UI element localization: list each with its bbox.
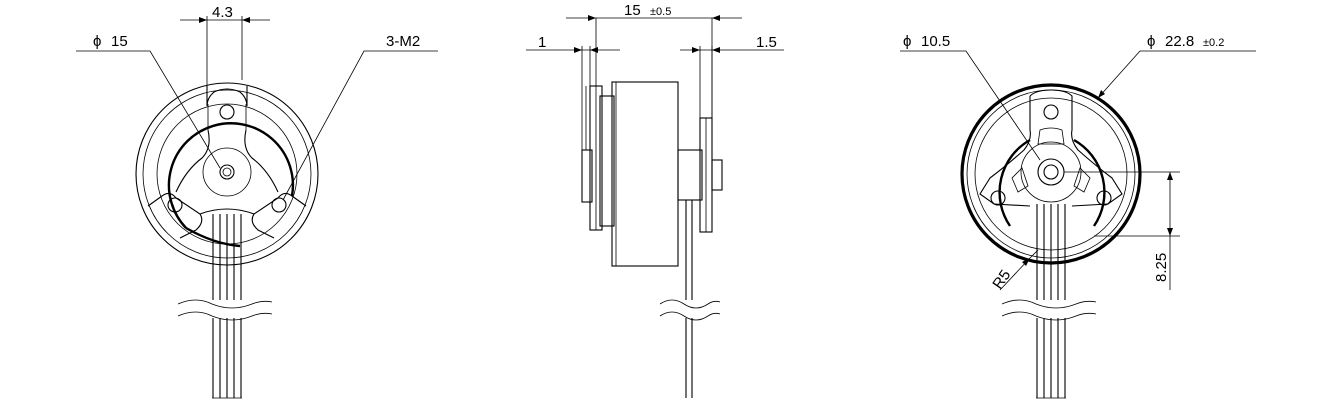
front-view: 4.3 ϕ 15 3-M2 (76, 4, 438, 399)
dim-outer-diameter-symbol: ϕ (1147, 33, 1155, 50)
dim-offset-label: 8.25 (1153, 253, 1170, 282)
dim-right-label: 1.5 (756, 34, 777, 51)
dim-width-label: 4.3 (212, 4, 233, 21)
side-view: 15 ±0.5 1 1.5 (526, 2, 784, 398)
dim-holes-label: 3-M2 (386, 33, 420, 50)
dim-small-diameter-label: 10.5 (921, 33, 950, 50)
rear-view: ϕ 10.5 ϕ 22.8 ±0.2 R5 8.25 (900, 33, 1256, 399)
dim-small-diameter-symbol: ϕ (903, 33, 911, 50)
dim-outer-diameter-label: 22.8 (1165, 33, 1194, 50)
dim-left-label: 1 (538, 34, 546, 51)
dim-length-tolerance: ±0.5 (650, 6, 671, 18)
dim-diameter-symbol: ϕ (93, 33, 101, 50)
dim-outer-diameter-tolerance: ±0.2 (1203, 37, 1224, 49)
dim-radius-label: R5 (989, 267, 1014, 292)
dim-length-label: 15 (624, 2, 641, 19)
dim-diameter-label: 15 (111, 33, 128, 50)
